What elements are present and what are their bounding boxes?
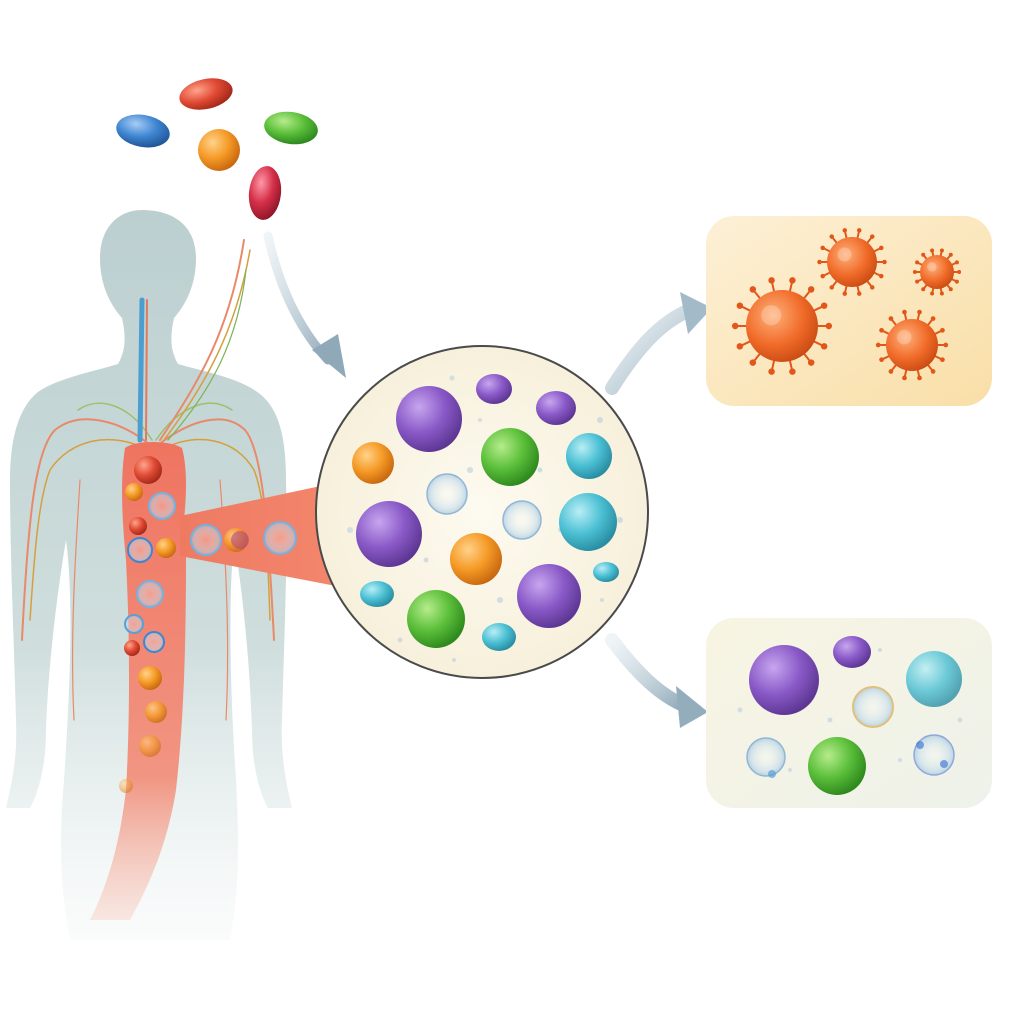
orange-cell	[156, 538, 176, 558]
arrow-sample-to-immune-cells	[605, 633, 708, 728]
teal-immune-cell	[906, 651, 962, 707]
crimson-pill	[248, 166, 282, 220]
immune-cell-panel	[706, 618, 992, 808]
white-blood-cell	[143, 631, 165, 653]
arrow-pills-to-sample	[263, 231, 346, 378]
green-pill	[264, 111, 318, 145]
orange-cell	[138, 666, 162, 690]
orange-cell	[145, 701, 167, 723]
teal-immune-cell	[559, 493, 617, 551]
green-immune-cell	[808, 737, 866, 795]
orange-cell	[119, 779, 133, 793]
pathogen-viruses	[731, 228, 962, 381]
purple-immune-cell	[476, 374, 512, 404]
medication-pills	[116, 78, 318, 220]
white-blood-cell	[263, 521, 297, 555]
translucent-cell	[852, 686, 894, 728]
virus-particle	[731, 277, 833, 375]
orange-cell	[139, 735, 161, 757]
arrow-sample-to-pathogens	[605, 292, 712, 395]
white-blood-cell	[190, 524, 222, 556]
mixed-cell	[231, 531, 249, 549]
green-immune-cell	[481, 428, 539, 486]
white-blood-cell	[148, 492, 176, 520]
panel-specks	[737, 648, 963, 772]
red-blood-cell	[129, 517, 147, 535]
purple-immune-cell	[396, 386, 462, 452]
purple-immune-cell	[833, 636, 871, 668]
translucent-cell	[426, 473, 468, 515]
virus-particle	[912, 248, 962, 296]
magnified-blood-sample	[315, 345, 649, 679]
pathogen-panel	[706, 216, 992, 406]
teal-immune-cell	[566, 433, 612, 479]
purple-immune-cell	[356, 501, 422, 567]
blue-pill	[116, 114, 170, 148]
white-blood-cell	[136, 580, 164, 608]
virus-particle	[875, 309, 949, 381]
virus-particle	[817, 228, 887, 296]
translucent-cell	[502, 500, 542, 540]
translucent-cell	[746, 737, 786, 777]
white-blood-cell	[127, 537, 153, 563]
orange-immune-cell	[450, 533, 502, 585]
red-blood-cell	[134, 456, 162, 484]
teal-immune-cell	[593, 562, 619, 582]
blood-cells-in-vessel	[119, 456, 297, 793]
teal-immune-cell	[482, 623, 516, 651]
red-pill	[179, 78, 233, 110]
orange-pill	[198, 129, 240, 171]
teal-immune-cell	[360, 581, 394, 607]
orange-cell	[125, 483, 143, 501]
purple-immune-cell	[749, 645, 819, 715]
white-blood-cell	[124, 614, 144, 634]
red-blood-cell	[124, 640, 140, 656]
green-immune-cell	[407, 590, 465, 648]
orange-immune-cell	[352, 442, 394, 484]
purple-immune-cell	[536, 391, 576, 425]
blood-vessel	[90, 442, 336, 920]
purple-immune-cell	[517, 564, 581, 628]
